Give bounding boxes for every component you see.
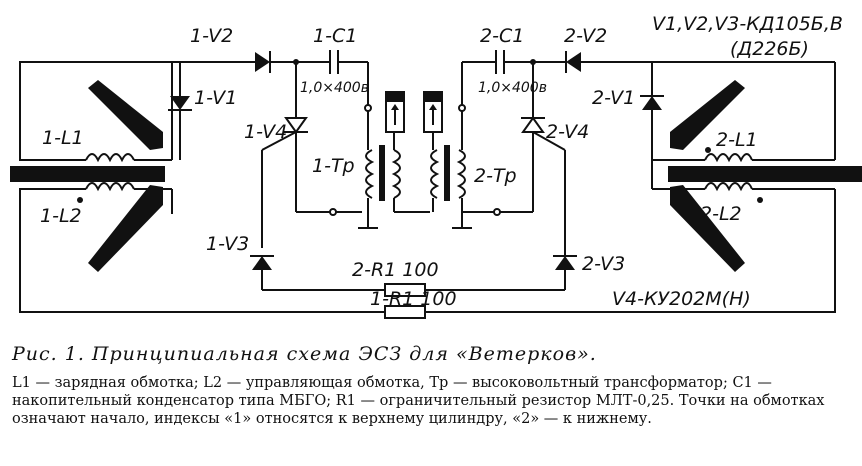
figure-legend: L1 — зарядная обмотка; L2 — управляющая … [12,375,825,427]
right-wiring [425,50,836,313]
label-2-c1-value: 1,0×400в [478,80,547,96]
label-2-c1: 2-C1 [480,25,524,47]
label-2-tp: 2-Тр [474,165,517,187]
label-1-tp: 1-Тр [312,155,355,177]
right-coil-l1 [704,147,753,163]
right-magnet-core [668,80,862,272]
left-magnet-core [10,80,165,272]
label-2-l1: 2-L1 [716,129,758,151]
label-1-c1-value: 1,0×400в [300,80,369,96]
label-2-v1: 2-V1 [592,87,635,109]
figure-caption-title: Рис. 1. Принципиальная схема ЭСЗ для «Ве… [12,343,597,365]
left-coil-l1 [60,153,172,163]
label-1-l1: 1-L1 [42,127,84,149]
label-2-v4: 2-V4 [546,121,589,143]
left-coil-l2 [60,182,172,203]
label-2-l2: 2-L2 [700,203,742,225]
label-1-r1: 1-R1 100 [370,288,457,310]
label-1-v2: 1-V2 [190,25,233,47]
circuit-schematic: 1-V2 1-C1 1,0×400в 1-V1 1-V4 1-L1 1-L2 1… [10,13,862,319]
note-thyristor-type: V4-КУ202М(Н) [612,288,751,310]
resistor-2-r1 [384,283,426,297]
label-1-c1: 1-C1 [313,25,357,47]
left-transformer [358,91,430,229]
resistor-1-r1 [384,305,426,319]
label-2-v2: 2-V2 [564,25,607,47]
label-2-r1: 2-R1 100 [352,259,439,281]
note-diode-alt: (Д226Б) [730,38,809,60]
right-transformer [423,91,472,229]
label-2-v3: 2-V3 [582,253,625,275]
label-1-v3: 1-V3 [206,233,249,255]
right-coil-l2 [704,182,763,203]
label-1-l2: 1-L2 [40,205,82,227]
label-1-v1: 1-V1 [194,87,237,109]
note-diode-types: V1,V2,V3-КД105Б,В [652,13,843,35]
label-1-v4: 1-V4 [244,121,287,143]
